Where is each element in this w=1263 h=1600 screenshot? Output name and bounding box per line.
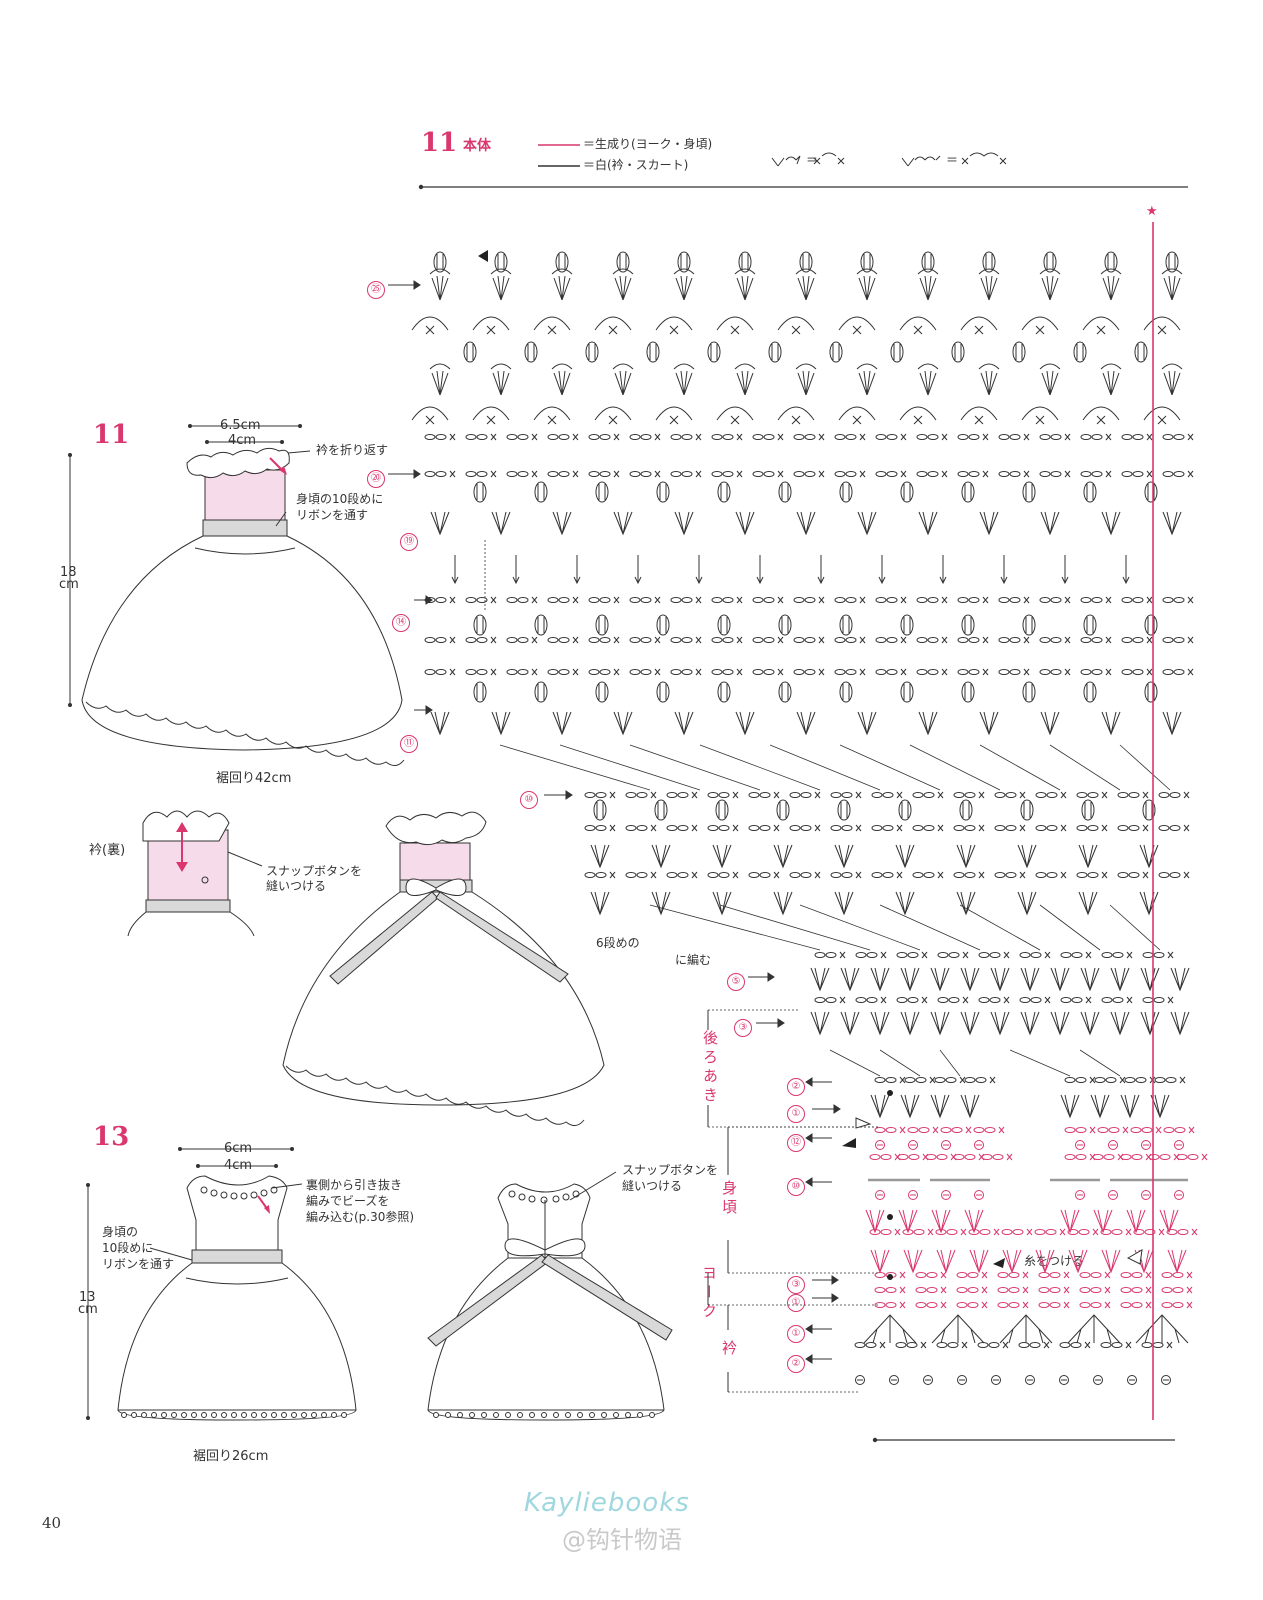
dress13-width-outer: 6cm	[224, 1141, 253, 1156]
dress13-beads-note-2: 編みでビーズを	[306, 1194, 390, 1208]
dress13-ribbon-note-1: 身頃の	[102, 1225, 139, 1239]
attach-yarn-note: 糸をつける	[1024, 1254, 1085, 1268]
dress11-height-value: 18	[60, 565, 77, 580]
dress11-width-outer: 6.5cm	[220, 418, 261, 433]
dress13-height-value: 13	[79, 1290, 96, 1305]
row-marker-20: ⑳	[367, 466, 385, 488]
collar-back-label: 衿(裏)	[89, 843, 126, 858]
dress13-beads-note-1: 裏側から引き抜き	[306, 1178, 403, 1192]
dress13-hem-label: 裾回り26cm	[193, 1449, 269, 1464]
dress11-back-illustration	[282, 811, 605, 1126]
row-marker-back-2: ②	[787, 1074, 805, 1096]
legend-pink-label: ＝生成り(ヨーク・身頃)	[583, 137, 713, 151]
dress13-width-inner: 4cm	[224, 1158, 253, 1173]
row-marker-12: ⑫	[787, 1130, 805, 1152]
collar-label: 衿	[720, 1340, 738, 1359]
row-marker-14: ⑭	[392, 610, 410, 632]
dress13-ribbon-note-3: リボンを通す	[102, 1257, 175, 1271]
row-marker-back-1: ①	[787, 1101, 805, 1123]
row-marker-5: ⑤	[727, 969, 745, 991]
dress11-height-unit: cm	[59, 577, 79, 592]
dress13-snap-note-1: スナップボタンを	[622, 1163, 719, 1177]
row-marker-10: ⑩	[520, 787, 538, 809]
row-marker-11: ⑪	[400, 731, 418, 753]
dress13-height-unit: cm	[78, 1302, 98, 1317]
watermark-brand: Kayliebooks	[524, 1488, 690, 1518]
crochet-chart	[388, 222, 1208, 1420]
symbol-equivalence-1: ＝	[806, 153, 819, 167]
row-marker-yoke-1: ①	[787, 1290, 805, 1312]
section-number: 11	[421, 128, 458, 158]
star-marker: ★	[1146, 204, 1158, 219]
row-marker-3: ③	[734, 1015, 752, 1037]
dress11-number: 11	[93, 420, 130, 450]
dress11-ribbon-note-2: リボンを通す	[296, 508, 369, 522]
section-name: 本体	[463, 138, 491, 154]
dress13-chain-beads-2: 編み込む(p.30参照)	[158, 1394, 267, 1408]
dress11-hem-label: 裾回り42cm	[216, 771, 292, 786]
yoke-label: ヨーク	[700, 1265, 718, 1322]
dress13-waist: 12cm	[219, 1280, 256, 1295]
dress11-snap-note-1: スナップボタンを	[266, 864, 363, 878]
dress13-ribbon-note-2: 10段めに	[102, 1241, 154, 1255]
row-marker-19: ⑲	[400, 529, 418, 551]
dress13-back-illustration	[427, 1171, 673, 1421]
back-opening-label: 後ろあき	[701, 1030, 719, 1106]
row-marker-body-10: ⑩	[787, 1174, 805, 1196]
row-marker-25: ㉕	[367, 277, 385, 299]
dress11-collar-note: 衿を折り返す	[316, 443, 389, 457]
legend-black-label: ＝白(衿・スカート)	[583, 158, 689, 172]
collar-back-illustration	[127, 810, 263, 937]
row-marker-collar-1: ①	[787, 1321, 805, 1343]
page-number: 40	[42, 1514, 62, 1532]
row-marker-collar-2: ②	[787, 1351, 805, 1373]
dress11-width-inner: 4cm	[228, 433, 257, 448]
row6-note-1: 6段めの	[596, 936, 640, 950]
dress13-chain-beads-1: 鎖にビーズを	[158, 1378, 230, 1392]
dress11-front-illustration	[68, 424, 405, 766]
row6-note-2: に編む	[675, 953, 712, 967]
symbol-equivalence-2: ＝	[946, 153, 959, 167]
dress11-snap-note-2: 縫いつける	[266, 879, 327, 893]
dress11-ribbon-note-1: 身頃の10段めに	[296, 492, 384, 506]
dress11-waist: 12cm	[224, 547, 261, 562]
row-marker-yoke-3: ③	[787, 1272, 805, 1294]
dress13-snap-note-2: 縫いつける	[622, 1179, 683, 1193]
dress13-number: 13	[93, 1122, 130, 1152]
watermark-account: @钩针物语	[562, 1526, 682, 1554]
dress13-beads-note-3: 編み込む(p.30参照)	[306, 1210, 415, 1224]
body-label: 身頃	[720, 1180, 738, 1218]
